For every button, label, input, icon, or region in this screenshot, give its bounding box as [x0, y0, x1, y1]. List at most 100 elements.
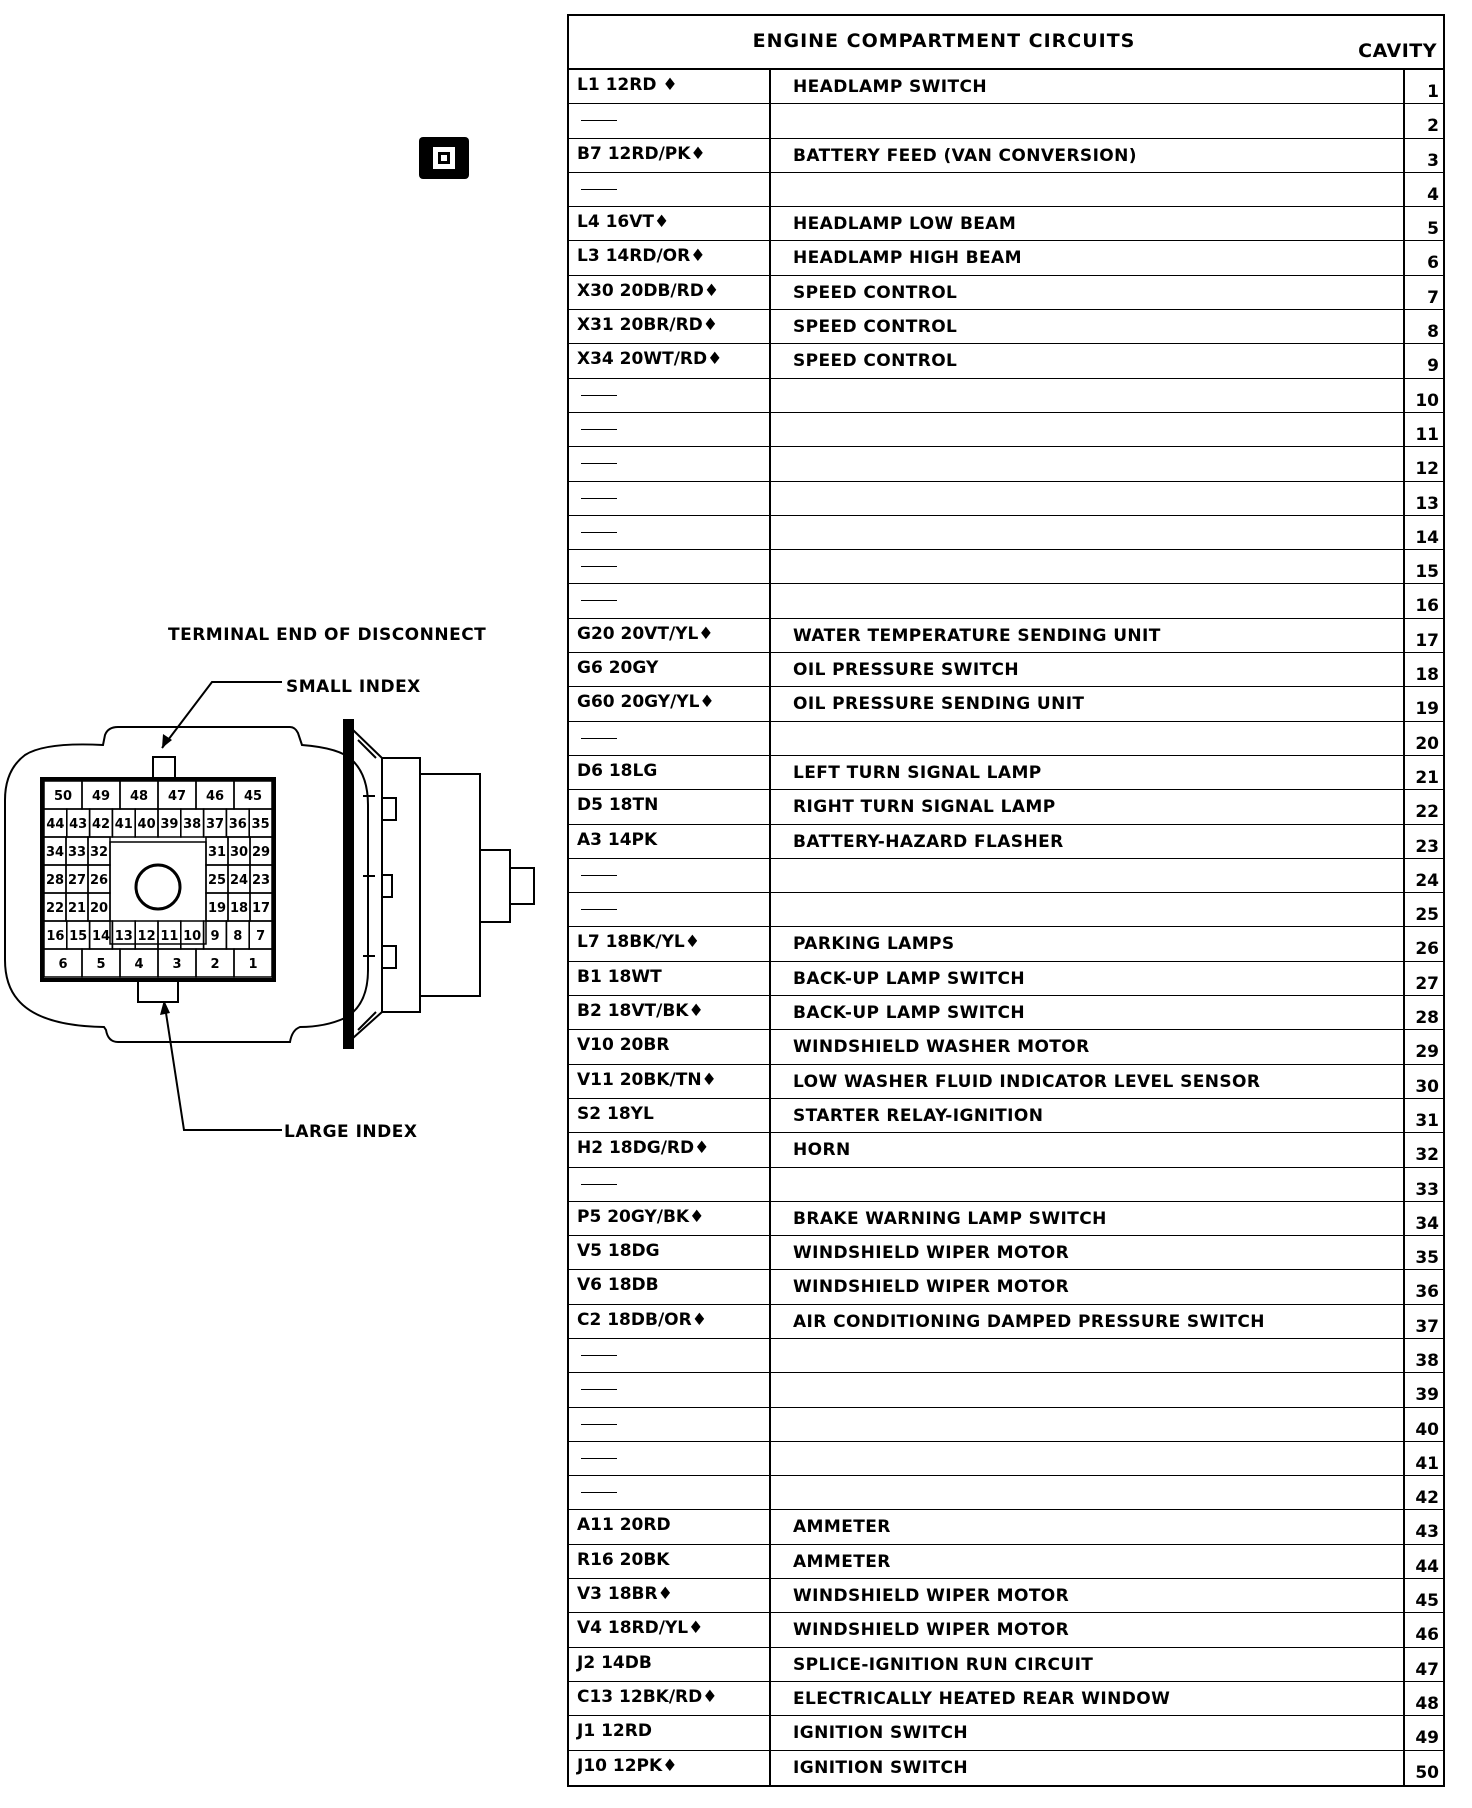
- cavity-number-cell: 25: [1403, 893, 1443, 927]
- pin-label: 15: [69, 929, 87, 944]
- connector-diagram: TERMINAL END OF DISCONNECT SMALL INDEX L…: [4, 137, 535, 1142]
- circuit-description-cell: PARKING LAMPS: [793, 934, 955, 955]
- large-index-label: LARGE INDEX: [284, 1122, 417, 1142]
- pin-label: 12: [138, 929, 156, 944]
- wire-code-cell: L4 16VT♦: [569, 207, 771, 241]
- wire-code-cell: [569, 858, 771, 893]
- cavity-number-cell: 10: [1403, 378, 1443, 412]
- wire-code-cell: V5 18DG: [569, 1236, 771, 1270]
- circuit-description-cell: SPEED CONTROL: [793, 351, 958, 372]
- cavity-number-cell: 39: [1403, 1373, 1443, 1407]
- table-row: 24: [569, 858, 1443, 894]
- table-row: 41: [569, 1441, 1443, 1477]
- pin-label: 39: [160, 817, 178, 832]
- wire-code-cell: V6 18DB: [569, 1270, 771, 1304]
- wire-code-cell: [569, 893, 771, 927]
- wire-code-cell: [569, 550, 771, 584]
- cavity-header: CAVITY: [1358, 40, 1437, 62]
- cavity-number-cell: 13: [1403, 481, 1443, 515]
- small-index-label: SMALL INDEX: [286, 677, 421, 697]
- circuit-description-cell: [771, 893, 1403, 926]
- table-row: 25: [569, 893, 1443, 928]
- cavity-number-cell: 15: [1403, 550, 1443, 584]
- circuit-description-cell: [771, 1442, 1403, 1475]
- circuit-description-cell: [771, 379, 1403, 412]
- pin-label: 23: [252, 873, 270, 888]
- wire-code-cell: [569, 1167, 771, 1201]
- wire-code-cell: L7 18BK/YL♦: [569, 927, 771, 961]
- circuit-description-cell: RIGHT TURN SIGNAL LAMP: [793, 797, 1056, 818]
- cavity-number-cell: 2: [1403, 104, 1443, 138]
- cavity-number-cell: 41: [1403, 1441, 1443, 1476]
- circuit-description-cell: WINDSHIELD WIPER MOTOR: [793, 1620, 1070, 1641]
- wire-code-cell: L3 14RD/OR♦: [569, 241, 771, 275]
- wire-code-cell: [569, 104, 771, 138]
- pin-label: 37: [206, 817, 224, 832]
- wire-code-cell: C2 18DB/OR♦: [569, 1304, 771, 1338]
- pin-label: 2: [210, 957, 219, 972]
- circuit-description-cell: HORN: [793, 1140, 851, 1161]
- cavity-number-cell: 46: [1403, 1613, 1443, 1647]
- pin-label: 41: [115, 817, 133, 832]
- table-row: 42: [569, 1476, 1443, 1511]
- circuit-description-cell: AMMETER: [793, 1517, 891, 1538]
- pin-label: 24: [230, 873, 248, 888]
- cavity-number-cell: 17: [1403, 618, 1443, 653]
- pin-label: 50: [54, 789, 72, 804]
- large-index-key: [137, 979, 179, 1003]
- circuit-description-cell: OIL PRESSURE SWITCH: [793, 660, 1020, 681]
- pin-label: 36: [229, 817, 247, 832]
- table-row: G20 20VT/YL♦WATER TEMPERATURE SENDING UN…: [569, 618, 1443, 654]
- wire-code-cell: B7 12RD/PK♦: [569, 138, 771, 172]
- table-row: 4: [569, 172, 1443, 208]
- table-row: 13: [569, 481, 1443, 516]
- cavity-number-cell: 28: [1403, 996, 1443, 1030]
- pin-label: 38: [183, 817, 201, 832]
- circuit-description-cell: SPLICE-IGNITION RUN CIRCUIT: [793, 1654, 1094, 1675]
- pin-label: 35: [252, 817, 270, 832]
- circuit-description-cell: BATTERY-HAZARD FLASHER: [793, 831, 1064, 852]
- circuit-description-cell: SPEED CONTROL: [793, 282, 958, 303]
- pin-label: 48: [130, 789, 148, 804]
- cavity-number-cell: 3: [1403, 138, 1443, 172]
- wire-code-cell: [569, 447, 771, 481]
- pin-label: 40: [138, 817, 156, 832]
- table-row: 38: [569, 1338, 1443, 1374]
- table-row: B7 12RD/PK♦BATTERY FEED (VAN CONVERSION)…: [569, 138, 1443, 173]
- table-row: 39: [569, 1373, 1443, 1408]
- circuit-description-cell: [771, 584, 1403, 617]
- wire-code-cell: J10 12PK♦: [569, 1750, 771, 1785]
- pin-label: 6: [58, 957, 67, 972]
- pin-label: 18: [230, 901, 248, 916]
- circuit-description-cell: [771, 1476, 1403, 1509]
- cavity-number-cell: 9: [1403, 344, 1443, 378]
- pin-label: 45: [244, 789, 262, 804]
- cavity-number-cell: 29: [1403, 1030, 1443, 1064]
- wire-code-cell: [569, 721, 771, 755]
- circuit-description-cell: [771, 859, 1403, 892]
- cavity-number-cell: 22: [1403, 790, 1443, 824]
- cavity-number-cell: 11: [1403, 412, 1443, 447]
- wire-code-cell: V4 18RD/YL♦: [569, 1613, 771, 1647]
- engine-compartment-circuits-table: ENGINE COMPARTMENT CIRCUITS CAVITY L1 12…: [567, 14, 1445, 1787]
- table-row: 15: [569, 550, 1443, 585]
- cavity-number-cell: 19: [1403, 687, 1443, 721]
- wire-code-cell: J2 14DB: [569, 1647, 771, 1681]
- circuit-description-cell: LOW WASHER FLUID INDICATOR LEVEL SENSOR: [793, 1071, 1261, 1092]
- pin-label: 22: [46, 901, 64, 916]
- table-row: 20: [569, 721, 1443, 756]
- circuit-description-cell: HEADLAMP HIGH BEAM: [793, 248, 1022, 269]
